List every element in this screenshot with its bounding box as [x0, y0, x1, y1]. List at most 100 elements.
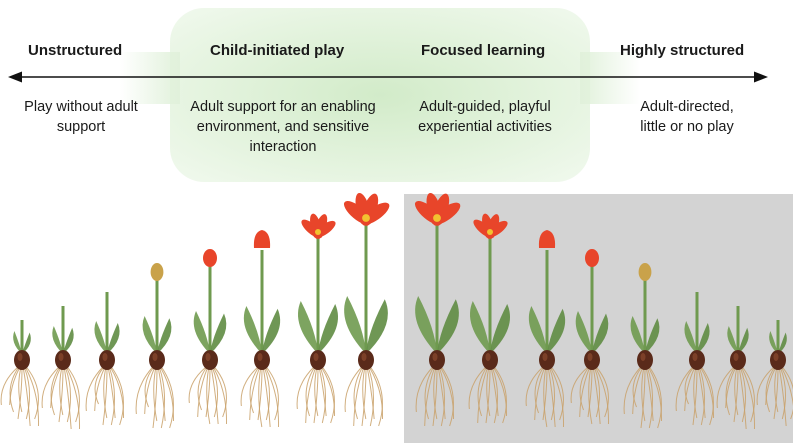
root [257, 367, 263, 421]
desc-unstructured: Play without adult support [24, 99, 138, 135]
root [205, 367, 211, 418]
leaf [63, 327, 74, 354]
bulb [358, 350, 374, 370]
root [344, 367, 362, 413]
flower [538, 230, 556, 248]
root [85, 367, 103, 412]
flower-center [362, 214, 370, 222]
bulb [689, 350, 705, 370]
root [778, 367, 787, 427]
root [439, 367, 445, 427]
bulb-highlight [692, 353, 698, 361]
root [774, 367, 779, 413]
root [262, 367, 271, 428]
arrowhead-left [8, 71, 22, 83]
root [197, 367, 207, 411]
root [305, 367, 316, 424]
root [424, 367, 434, 420]
root [362, 367, 367, 420]
root [592, 367, 601, 425]
root [649, 367, 662, 429]
root [107, 367, 116, 419]
root [700, 367, 714, 419]
tulip-left-2 [41, 306, 80, 430]
desc-child-initiated-play: Adult support for an enabling environmen… [190, 99, 376, 155]
root [249, 367, 259, 414]
leaf [262, 308, 281, 354]
root [490, 367, 499, 417]
root [214, 367, 227, 418]
root [647, 367, 653, 429]
leaf [547, 308, 566, 354]
bulb [202, 350, 218, 370]
root [415, 367, 433, 413]
root [366, 367, 375, 420]
highlight-fade-left [120, 52, 180, 104]
root [433, 367, 438, 420]
leaf [738, 327, 749, 354]
root [159, 367, 165, 429]
tulip-right-5 [623, 263, 662, 429]
root [632, 367, 642, 408]
root [66, 367, 80, 430]
bulb-highlight [485, 353, 491, 361]
root [67, 367, 80, 423]
bulb-highlight [102, 353, 108, 361]
leaf [210, 313, 227, 354]
tulip-left-1 [0, 320, 39, 427]
leaf [52, 326, 63, 354]
tulip-right-8 [756, 320, 793, 427]
root [684, 367, 695, 412]
root [144, 367, 155, 415]
leaf [727, 326, 738, 354]
root [50, 367, 61, 409]
root [725, 367, 736, 409]
root [369, 367, 383, 420]
bulb [584, 350, 600, 370]
leaf [469, 301, 490, 354]
root [701, 367, 714, 426]
heading-focused-learning: Focused learning [421, 42, 546, 59]
root [320, 367, 326, 424]
bulb-highlight [152, 353, 158, 361]
continuum-arrow [8, 71, 768, 83]
root [9, 367, 19, 413]
leaf [297, 301, 318, 354]
leaf [318, 303, 339, 354]
root [773, 367, 779, 420]
tulip-right-3 [525, 230, 566, 428]
bulb [149, 350, 165, 370]
root [494, 367, 507, 424]
root [321, 367, 335, 417]
root [595, 367, 609, 425]
leaf [243, 306, 262, 354]
bulb-highlight [640, 353, 646, 361]
root [692, 367, 698, 426]
root [197, 367, 208, 418]
root [468, 367, 486, 410]
root [440, 367, 454, 420]
root [103, 367, 108, 419]
leaf [13, 331, 22, 354]
root [109, 367, 115, 426]
root [550, 367, 564, 428]
root [485, 367, 491, 424]
bulb-highlight [257, 353, 263, 361]
bulb [482, 350, 498, 370]
bulb-highlight [58, 353, 64, 361]
root [740, 367, 746, 423]
leaf [107, 322, 120, 354]
tulip-right-6 [675, 292, 714, 426]
root [144, 367, 154, 408]
flower-bud [638, 263, 652, 281]
heading-highly-structured: Highly structured [620, 42, 745, 59]
leaf [778, 332, 787, 354]
root [9, 367, 20, 406]
desc-focused-learning: Adult-guided, playful experiential activ… [418, 99, 552, 135]
bulb-highlight [587, 353, 593, 361]
root [782, 367, 793, 420]
leaf [592, 313, 609, 354]
flower-center [315, 229, 321, 235]
tulip-left-3 [85, 292, 124, 426]
root [699, 367, 705, 426]
